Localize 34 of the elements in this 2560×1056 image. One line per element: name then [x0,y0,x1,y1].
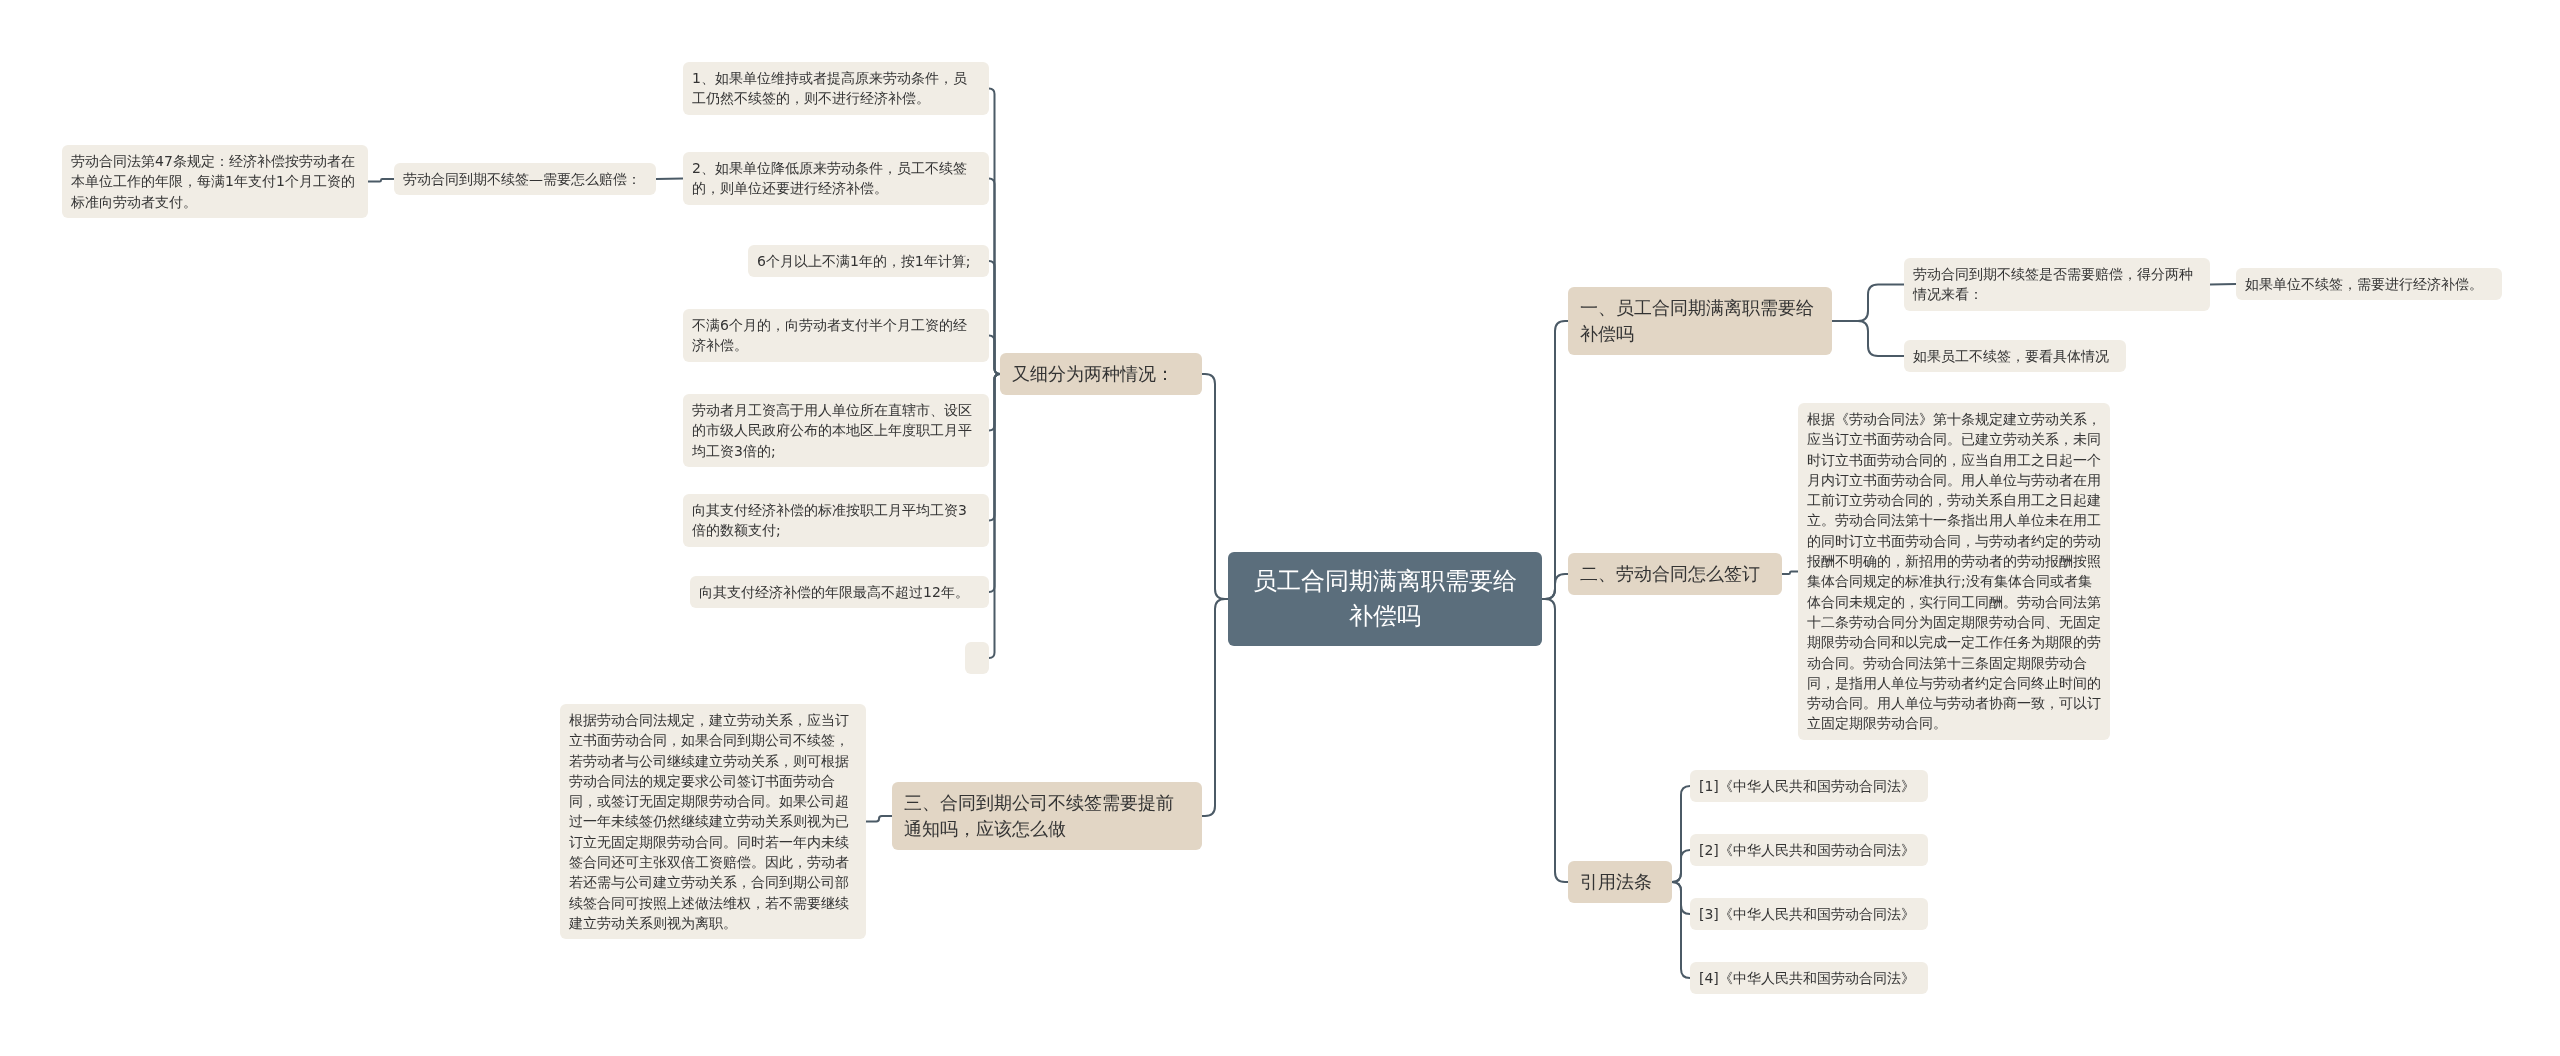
connector-line [2209,283,2237,286]
subtopic-box: 6个月以上不满1年的，按1年计算; [748,245,989,278]
subtopic-box: [1]《中华人民共和国劳动合同法》 [1690,770,1928,803]
subtopic-box: 劳动合同到期不续签—需要怎么赔偿： [394,163,656,196]
subtopic-box: [2]《中华人民共和国劳动合同法》 [1690,834,1928,867]
subtopic-box: 如果员工不续签，要看具体情况 [1904,340,2126,373]
subtopic-box: 向其支付经济补偿的标准按职工月平均工资3倍的数额支付; [683,494,989,547]
connector-line [865,815,893,823]
subtopic-box: 不满6个月的，向劳动者支付半个月工资的经济补偿。 [683,309,989,362]
connector-line [1831,320,1905,357]
subtopic-box: 劳动者月工资高于用人单位所在直辖市、设区的市级人民政府公布的本地区上年度职工月平均工资3倍的; [683,394,989,467]
connector-line [988,334,1001,375]
subtopic-box: 劳动合同法第47条规定：经济补偿按劳动者在本单位工作的年限，每满1年支付1个月工资的标准向劳动者支付。 [62,145,368,218]
subtopic-box: [3]《中华人民共和国劳动合同法》 [1690,898,1928,931]
subtopic-box: 根据劳动合同法规定，建立劳动关系，应当订立书面劳动合同，如果合同到期公司不续签，若劳动者与公司继续建立劳动关系，则可根据劳动合同法的规定要求公司签订书面劳动合同，或签订无固定期限劳动合同。如果公司超过一年未续签仍然继续建立劳动关系则视为已订立无固定期限劳动合同。同时若一年内未续签合同还可主张双倍工资赔偿。因此，劳动者若还需与公司建立劳动关系，合同到期公司部续签合同可按照上述做法维权，若不需要继续建立劳动关系则视为离职。 [560,704,866,940]
central-topic: 员工合同期满离职需要给补偿吗 [1228,552,1542,646]
subtopic-box: 2、如果单位降低原来劳动条件，员工不续签的，则单位还要进行经济补偿。 [683,152,989,205]
subtopic-box: 如果单位不续签，需要进行经济补偿。 [2236,268,2502,301]
connector-line [367,178,395,183]
connector-line [1781,570,1799,575]
branch-topic: 引用法条 [1568,861,1672,904]
connector-line [655,177,684,180]
connector-line [1671,881,1691,979]
subtopic-box: 向其支付经济补偿的年限最高不超过12年。 [690,576,989,609]
subtopic-box: 根据《劳动合同法》第十条规定建立劳动关系，应当订立书面劳动合同。已建立劳动关系，未同时订立书面劳动合同的，应当自用工之日起一个月内订立书面劳动合同。用人单位与劳动者在用工前订立劳动合同的，劳动关系自用工之日起建立。劳动合同法第十一条指出用人单位未在用工的同时订立书面劳动合同，与劳动者约定的劳动报酬不明确的，新招用的劳动者的劳动报酬按照集体合同规定的标准执行;没有集体合同或者集体合同未规定的，实行同工同酬。劳动合同法第十二条劳动合同分为固定期限劳动合同、无固定期限劳动合同和以完成一定工作任务为期限的劳动合同。劳动合同法第十三条固定期限劳动合同，是指用人单位与劳动者约定合同终止时间的劳动合同。用人单位与劳动者协商一致，可以订立固定期限劳动合同。 [1798,403,2110,740]
branch-topic: 三、合同到期公司不续签需要提前通知吗，应该怎么做 [892,782,1202,851]
branch-topic: 又细分为两种情况： [1000,353,1202,396]
branch-topic: 二、劳动合同怎么签订 [1568,553,1782,596]
empty-box [965,642,989,674]
subtopic-box: [4]《中华人民共和国劳动合同法》 [1690,962,1928,995]
subtopic-box: 1、如果单位维持或者提高原来劳动条件，员工仍然不续签的，则不进行经济补偿。 [683,62,989,115]
subtopic-box: 劳动合同到期不续签是否需要赔偿，得分两种情况来看： [1904,258,2210,311]
connector-line [988,373,1001,659]
branch-topic: 一、员工合同期满离职需要给补偿吗 [1568,287,1832,356]
